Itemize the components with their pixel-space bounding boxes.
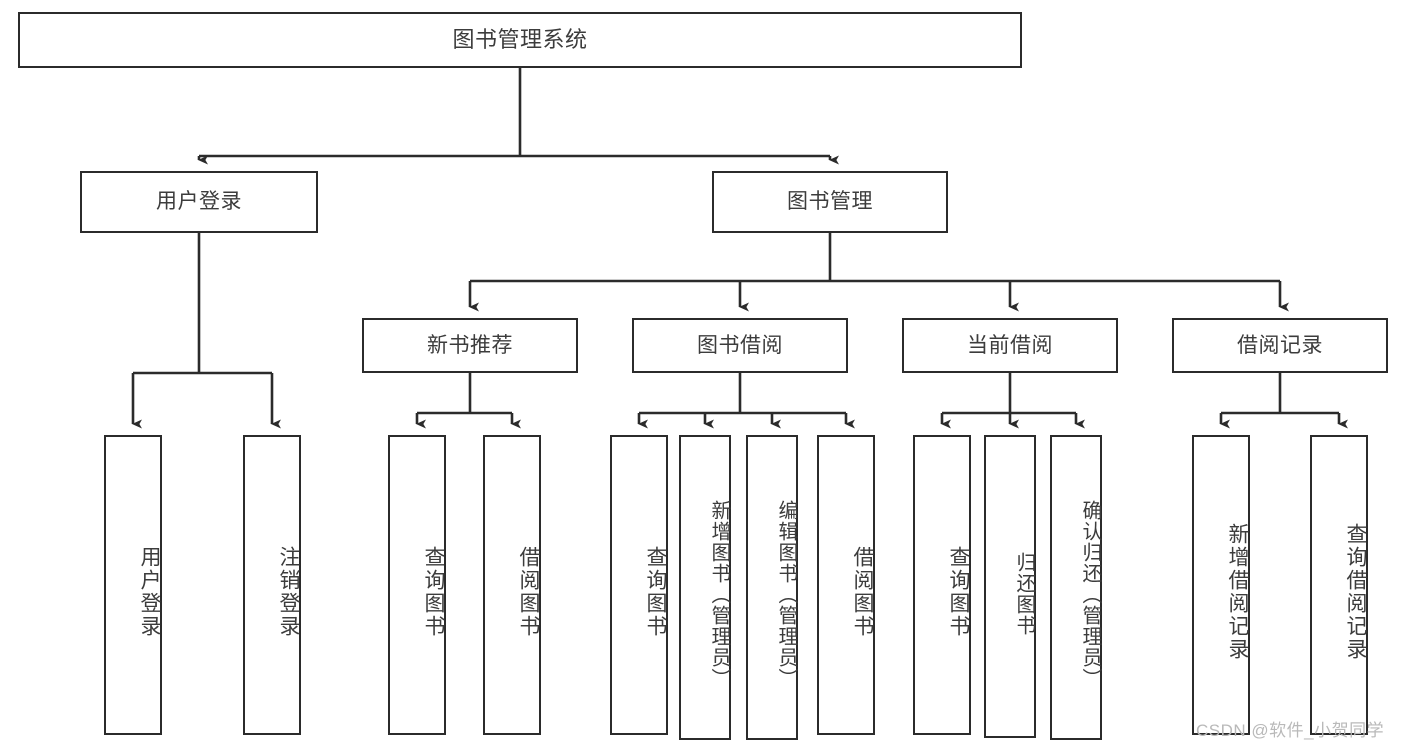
node-leaf6[interactable]: 新增图书（管理员） [679,435,731,740]
node-leaf12[interactable]: 新增借阅记录 [1192,435,1250,735]
node-label: 新书推荐 [427,333,513,357]
node-leaf4[interactable]: 借阅图书 [483,435,541,735]
node-borrow[interactable]: 图书借阅 [632,318,848,373]
node-label: 确认归还（管理员） [1079,500,1101,689]
node-leaf8[interactable]: 借阅图书 [817,435,875,735]
node-label: 借阅图书 [517,546,540,638]
node-label: 查询借阅记录 [1344,523,1367,661]
node-leaf9[interactable]: 查询图书 [913,435,971,735]
node-leaf7[interactable]: 编辑图书（管理员） [746,435,798,740]
node-label: 查询图书 [422,546,445,638]
node-newrec[interactable]: 新书推荐 [362,318,578,373]
node-leaf1[interactable]: 用户登录 [104,435,162,735]
node-records[interactable]: 借阅记录 [1172,318,1388,373]
node-leaf5[interactable]: 查询图书 [610,435,668,735]
node-label: 注销登录 [277,546,300,638]
node-leaf11[interactable]: 确认归还（管理员） [1050,435,1102,740]
node-bookmgmt[interactable]: 图书管理 [712,171,948,233]
node-label: 查询图书 [644,546,667,638]
node-leaf3[interactable]: 查询图书 [388,435,446,735]
node-leaf2[interactable]: 注销登录 [243,435,301,735]
node-label: 借阅图书 [851,546,874,638]
node-label: 用户登录 [138,546,161,638]
node-leaf13[interactable]: 查询借阅记录 [1310,435,1368,735]
watermark: CSDN @软件_小贺同学 [1196,721,1385,740]
node-label: 归还图书 [1013,551,1035,636]
node-label: 新增图书（管理员） [708,500,730,689]
node-login[interactable]: 用户登录 [80,171,318,233]
node-label: 图书管理系统 [452,26,588,52]
node-root[interactable]: 图书管理系统 [18,12,1022,68]
node-label: 图书借阅 [697,333,783,357]
node-label: 当前借阅 [967,333,1053,357]
node-label: 图书管理 [787,190,873,214]
node-current[interactable]: 当前借阅 [902,318,1118,373]
node-leaf10[interactable]: 归还图书 [984,435,1036,738]
node-label: 用户登录 [156,190,242,214]
node-label: 查询图书 [947,546,970,638]
node-label: 编辑图书（管理员） [775,500,797,689]
node-label: 新增借阅记录 [1226,523,1249,661]
node-label: 借阅记录 [1237,333,1323,357]
